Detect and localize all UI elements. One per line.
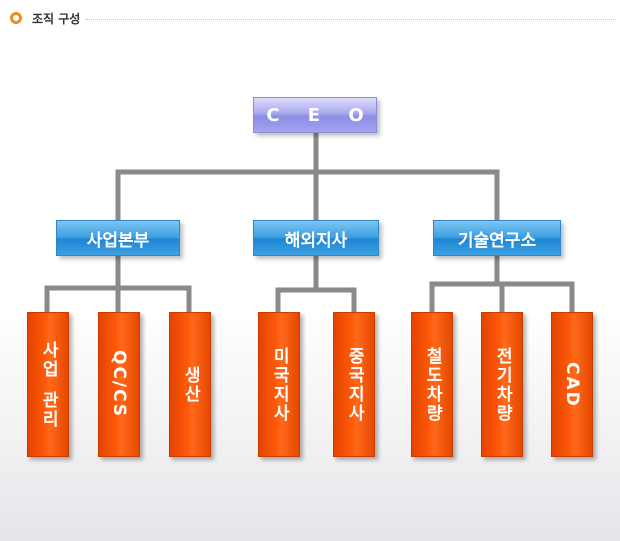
org-node-production: 생산 [169, 312, 211, 457]
leaf-label: CAD [562, 361, 583, 408]
leaf-label: 미국지사 [269, 346, 290, 423]
bullet-icon [10, 12, 22, 24]
connector-division2-right [316, 287, 357, 312]
leaf-label-line2: 관리 [38, 390, 59, 429]
leaf-label: QC/CS [109, 350, 130, 419]
org-node-business-management: 사업 관리 [27, 312, 69, 457]
leaf-label: 전기차량 [492, 346, 513, 423]
org-node-qc-cs: QC/CS [98, 312, 140, 457]
org-node-china-branch: 중국지사 [333, 312, 375, 457]
section-header: 조직 구성 [10, 8, 616, 28]
section-title: 조직 구성 [32, 11, 81, 26]
org-node-electric-vehicle: 전기차량 [481, 312, 523, 457]
leaf-label: 중국지사 [344, 346, 365, 423]
org-node-us-branch: 미국지사 [258, 312, 300, 457]
org-node-research-institute: 기술연구소 [433, 220, 561, 256]
connector-ceo-division1 [115, 133, 319, 220]
org-node-overseas-branch: 해외지사 [253, 220, 379, 256]
leaf-label-line1: 사업 [38, 340, 59, 379]
leaf-label: 철도차량 [422, 346, 443, 423]
connector-division2-left [275, 256, 319, 312]
leaf-label: 생산 [180, 365, 201, 404]
org-node-cad: CAD [551, 312, 593, 457]
connector-ceo-division3 [316, 169, 500, 220]
org-node-ceo: C E O [253, 97, 377, 133]
org-node-railway-vehicle: 철도차량 [411, 312, 453, 457]
dotted-divider [86, 18, 616, 20]
org-node-business-division: 사업본부 [56, 220, 180, 256]
